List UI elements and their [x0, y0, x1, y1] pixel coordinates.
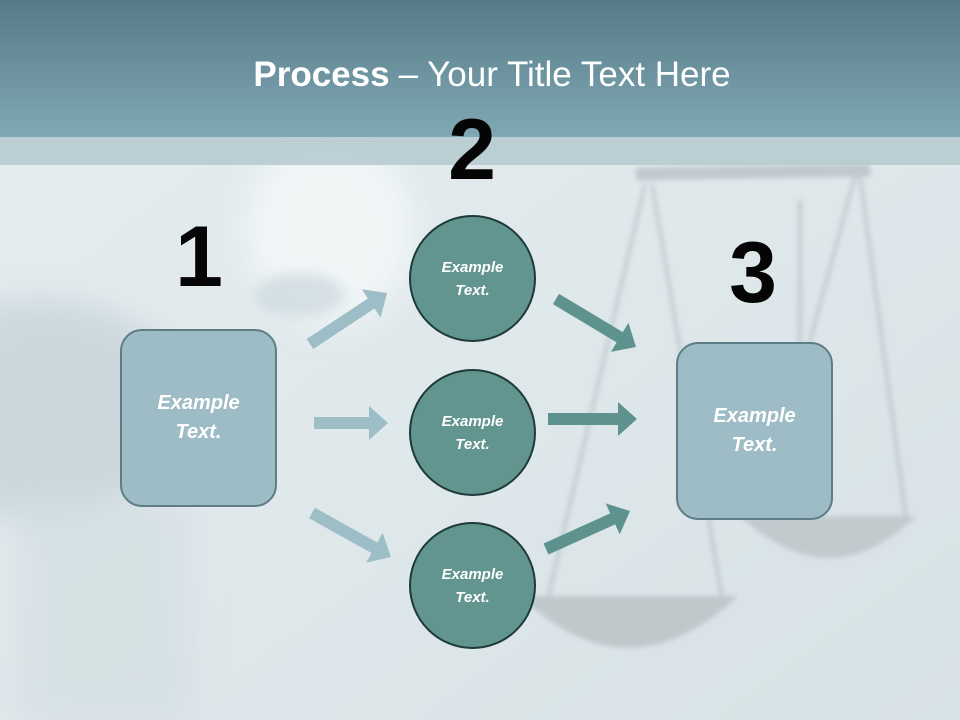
title-rest-text: – Your Title Text Here — [398, 55, 731, 94]
slide-title: Process– Your Title Text Here — [24, 52, 960, 98]
step-number-1: 1 — [175, 209, 223, 305]
circle-top-text-line-1: Example — [441, 258, 504, 276]
step-number-2: 2 — [448, 102, 496, 198]
header-bar — [0, 0, 960, 137]
step-2-circle-top: Example Text. — [409, 215, 536, 342]
circle-middle-text-line-1: Example — [441, 412, 504, 430]
circle-bottom-text-line-2: Text. — [455, 588, 490, 606]
step-3-text-line-2: Text. — [731, 434, 778, 456]
step-2-circle-bottom: Example Text. — [409, 522, 536, 649]
arrow-out-lower — [543, 503, 631, 555]
arrow-out-upper — [552, 293, 636, 352]
step-number-3: 3 — [729, 225, 777, 321]
circle-top-text-line-2: Text. — [455, 281, 490, 299]
arrow-in-upper — [306, 289, 388, 350]
arrow-out-middle — [548, 402, 637, 436]
step-3-text-line-1: Example — [713, 405, 796, 427]
step-1-text-line-2: Text. — [175, 421, 222, 443]
circle-bottom-text-line-1: Example — [441, 565, 504, 583]
step-1-text-line-1: Example — [157, 392, 240, 414]
step-1-box: Example Text. — [120, 329, 277, 507]
header-band — [0, 137, 960, 165]
title-bold-text: Process — [253, 55, 390, 94]
arrow-in-middle — [314, 406, 388, 440]
step-2-circle-middle: Example Text. — [409, 369, 536, 496]
step-3-box: Example Text. — [676, 342, 833, 520]
circle-middle-text-line-2: Text. — [455, 435, 490, 453]
arrow-in-lower — [309, 507, 391, 563]
